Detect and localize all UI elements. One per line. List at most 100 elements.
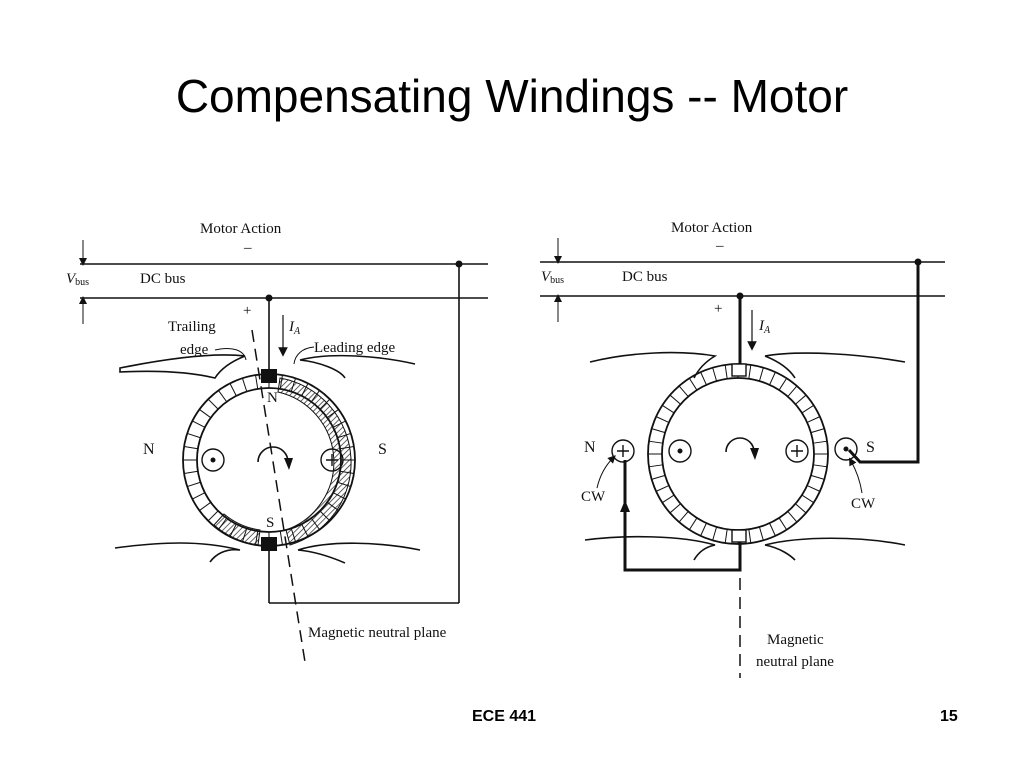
rotor-slot: [192, 420, 206, 428]
rotor-slot: [787, 511, 798, 523]
rotor-slot: [326, 501, 339, 511]
right-brush-bottom: [731, 529, 747, 543]
rotor-slot: [199, 501, 212, 511]
rotor-slot: [712, 367, 718, 382]
rotor-slot: [279, 531, 283, 546]
left-rotor-n-label: N: [267, 390, 278, 406]
right-cw-left-pointer: [596, 455, 616, 489]
right-conductor-dot-center: [677, 448, 683, 454]
right-brush-top: [731, 363, 747, 377]
rotor-slot: [310, 390, 320, 403]
rotor-slot: [724, 364, 728, 379]
rotor-slot: [678, 385, 689, 397]
left-field-s-label: S: [378, 441, 387, 458]
rotor-slot: [700, 522, 707, 537]
left-pole-face-bottom-right: [297, 542, 421, 564]
rotor-slot: [758, 367, 764, 382]
rotor-slot: [778, 378, 788, 391]
rotor-slot: [183, 470, 198, 474]
rotor-slot: [810, 428, 825, 434]
right-pole-face-bottom-left: [584, 535, 716, 561]
left-rotation-arrowhead: [284, 458, 293, 470]
left-motor-diagram: Motor Action – Vbus DC bus + IA: [66, 221, 488, 663]
rotor-slot: [795, 394, 807, 405]
rotor-slot: [326, 409, 339, 419]
rotor-slot: [241, 528, 248, 542]
left-current-label: IA: [288, 319, 301, 337]
rotor-slot: [651, 474, 666, 480]
rotor-slot: [813, 440, 828, 444]
right-plus-sign: +: [714, 301, 722, 317]
right-dc-bus-label: DC bus: [622, 269, 668, 285]
right-rotor-outer: [647, 363, 829, 545]
rotor-slot: [700, 371, 707, 386]
rotor-slot: [340, 470, 355, 474]
rotor-slot: [241, 378, 248, 392]
left-conductor-dot-center: [210, 457, 216, 463]
right-rotor-inner: [661, 377, 815, 531]
rotor-slot: [279, 374, 283, 389]
right-compensating-conductor-left: [611, 439, 635, 463]
rotor-slot: [688, 517, 698, 530]
rotor-slot: [688, 378, 698, 391]
rotor-slot: [319, 398, 331, 410]
left-brush-bottom: [261, 537, 277, 551]
rotor-slot: [218, 390, 228, 403]
footer-course-code: ECE 441: [472, 708, 537, 725]
left-rotor-inner: [196, 387, 342, 533]
right-conductor-plus: [785, 439, 809, 463]
rotor-slot: [301, 523, 309, 537]
rotor-slot: [218, 517, 228, 530]
left-dc-bus-label: DC bus: [140, 271, 186, 287]
right-compensating-wire-right: [847, 262, 920, 464]
rotor-slot: [795, 503, 807, 514]
right-pole-face-top-left: [589, 351, 718, 379]
rotor-slot: [301, 383, 309, 397]
rotor-slot: [332, 420, 346, 428]
left-leading-edge-pointer: [293, 346, 315, 365]
rotor-slot: [787, 385, 798, 397]
left-minus-sign: –: [243, 240, 252, 256]
right-current-label: IA: [758, 318, 771, 336]
rotor-slot: [801, 404, 814, 414]
rotor-slot: [199, 409, 212, 419]
right-compensating-wire-left: [623, 460, 742, 572]
rotor-slot: [319, 510, 331, 522]
left-rotor-s-label: S: [266, 515, 274, 531]
rotor-slot: [255, 374, 259, 389]
rotor-slot: [651, 428, 666, 434]
rotor-slot: [183, 446, 198, 450]
rotor-slot: [669, 503, 681, 514]
right-minus-sign: –: [715, 238, 724, 254]
rotor-slot: [813, 464, 828, 468]
right-rotation-arrowhead: [750, 448, 759, 460]
rotor-slot: [778, 517, 788, 530]
rotor-slot: [337, 432, 351, 439]
rotor-slot: [332, 492, 346, 500]
rotor-slot: [769, 522, 776, 537]
left-rotor-slots: [183, 374, 355, 546]
right-motor-action-label: Motor Action: [671, 220, 753, 236]
slide-title: Compensating Windings -- Motor: [175, 70, 849, 122]
left-pole-face-top-left: [119, 354, 246, 379]
rotor-slot: [662, 494, 675, 504]
rotor-slot: [810, 474, 825, 480]
rotor-slot: [748, 364, 752, 379]
rotor-slot: [290, 378, 297, 392]
left-neutral-plane-label: Magnetic neutral plane: [308, 625, 447, 641]
left-rotation-arc: [257, 446, 289, 463]
rotor-slot: [655, 485, 670, 492]
left-flux-concentration-right: [277, 377, 352, 546]
left-conductor-dot: [201, 448, 225, 472]
rotor-slot: [310, 517, 320, 530]
right-neutral-plane-label-2: neutral plane: [756, 654, 834, 670]
right-rotor-slots: [648, 364, 828, 544]
right-vbus-label: Vbus: [541, 269, 564, 286]
rotor-slot: [678, 511, 689, 523]
left-trailing-edge-label-2: edge: [180, 342, 209, 358]
left-conductor-plus-mark: [326, 454, 338, 466]
rotor-slot: [290, 528, 297, 542]
left-motor-action-label: Motor Action: [200, 221, 282, 237]
